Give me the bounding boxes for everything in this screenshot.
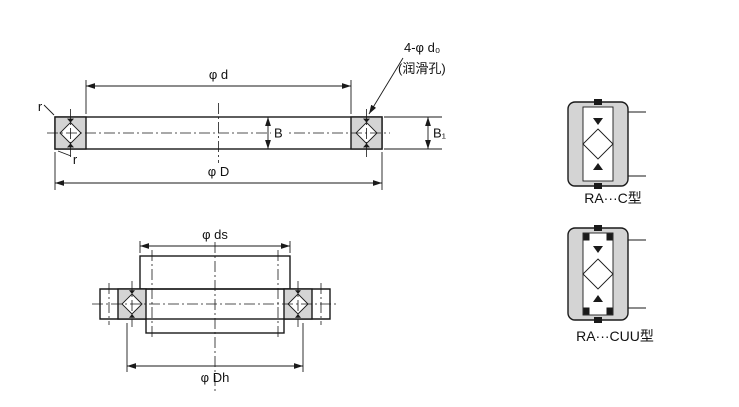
label-B1: B₁ (433, 126, 447, 141)
dim-width-B1: B₁ (384, 116, 447, 150)
label-holes-note: (润滑孔) (398, 61, 446, 76)
leader-line (43, 104, 55, 116)
retainer-mark (593, 163, 603, 170)
grease-nipple-mark (594, 99, 602, 105)
label-holes: 4-φ d₀ (404, 40, 440, 55)
label-r-bottom: r (73, 152, 78, 167)
label-B: B (274, 126, 283, 141)
section-centerlines (47, 103, 390, 163)
section-view: φ d φ D B B₁ r r 4-φ d₀ (润滑孔) (38, 40, 447, 190)
retainer-mark (67, 118, 74, 123)
dim-width-B: B (265, 117, 288, 149)
seal-mark (583, 233, 590, 241)
label-phi-d: φ d (209, 67, 228, 82)
label-phi-ds: φ ds (202, 227, 228, 242)
type-figure-c: RA···C型 (567, 99, 646, 206)
label-r-top: r (38, 99, 43, 114)
label-backing (271, 124, 288, 141)
retainer-mark (295, 290, 301, 294)
mounting-view: φ ds φ Dh (92, 227, 338, 392)
leader-line (57, 150, 72, 157)
crossed-roller (582, 128, 614, 160)
grease-nipple-mark (594, 183, 602, 189)
retainer-mark (129, 290, 135, 294)
dim-bore-diameter: φ d (85, 67, 352, 114)
seal-mark (583, 307, 590, 315)
retainer-mark (593, 246, 603, 253)
grease-nipple-mark (594, 225, 602, 231)
retainer-mark (593, 295, 603, 302)
retainer-mark (67, 143, 74, 148)
label-phi-Dh: φ Dh (201, 370, 230, 385)
lubrication-hole-callout: 4-φ d₀ (润滑孔) (368, 40, 446, 115)
label-type-cuu: RA···CUU型 (576, 328, 654, 344)
fillet-callouts: r r (38, 99, 78, 167)
dim-pilot-diameter: φ ds (139, 227, 291, 253)
seal-mark (606, 233, 613, 241)
seal-mark (606, 307, 613, 315)
retainer-mark (363, 118, 370, 123)
dim-outer-diameter: φ D (54, 152, 383, 190)
label-type-c: RA···C型 (584, 190, 642, 206)
type-figure-cuu: RA···CUU型 (567, 225, 654, 344)
grease-nipple-mark (594, 317, 602, 323)
label-phi-D: φ D (208, 164, 229, 179)
crossed-roller (582, 258, 614, 290)
retainer-mark (593, 118, 603, 125)
dim-housing-diameter: φ Dh (126, 323, 304, 385)
retainer-mark (363, 143, 370, 148)
leader-line (368, 57, 404, 115)
